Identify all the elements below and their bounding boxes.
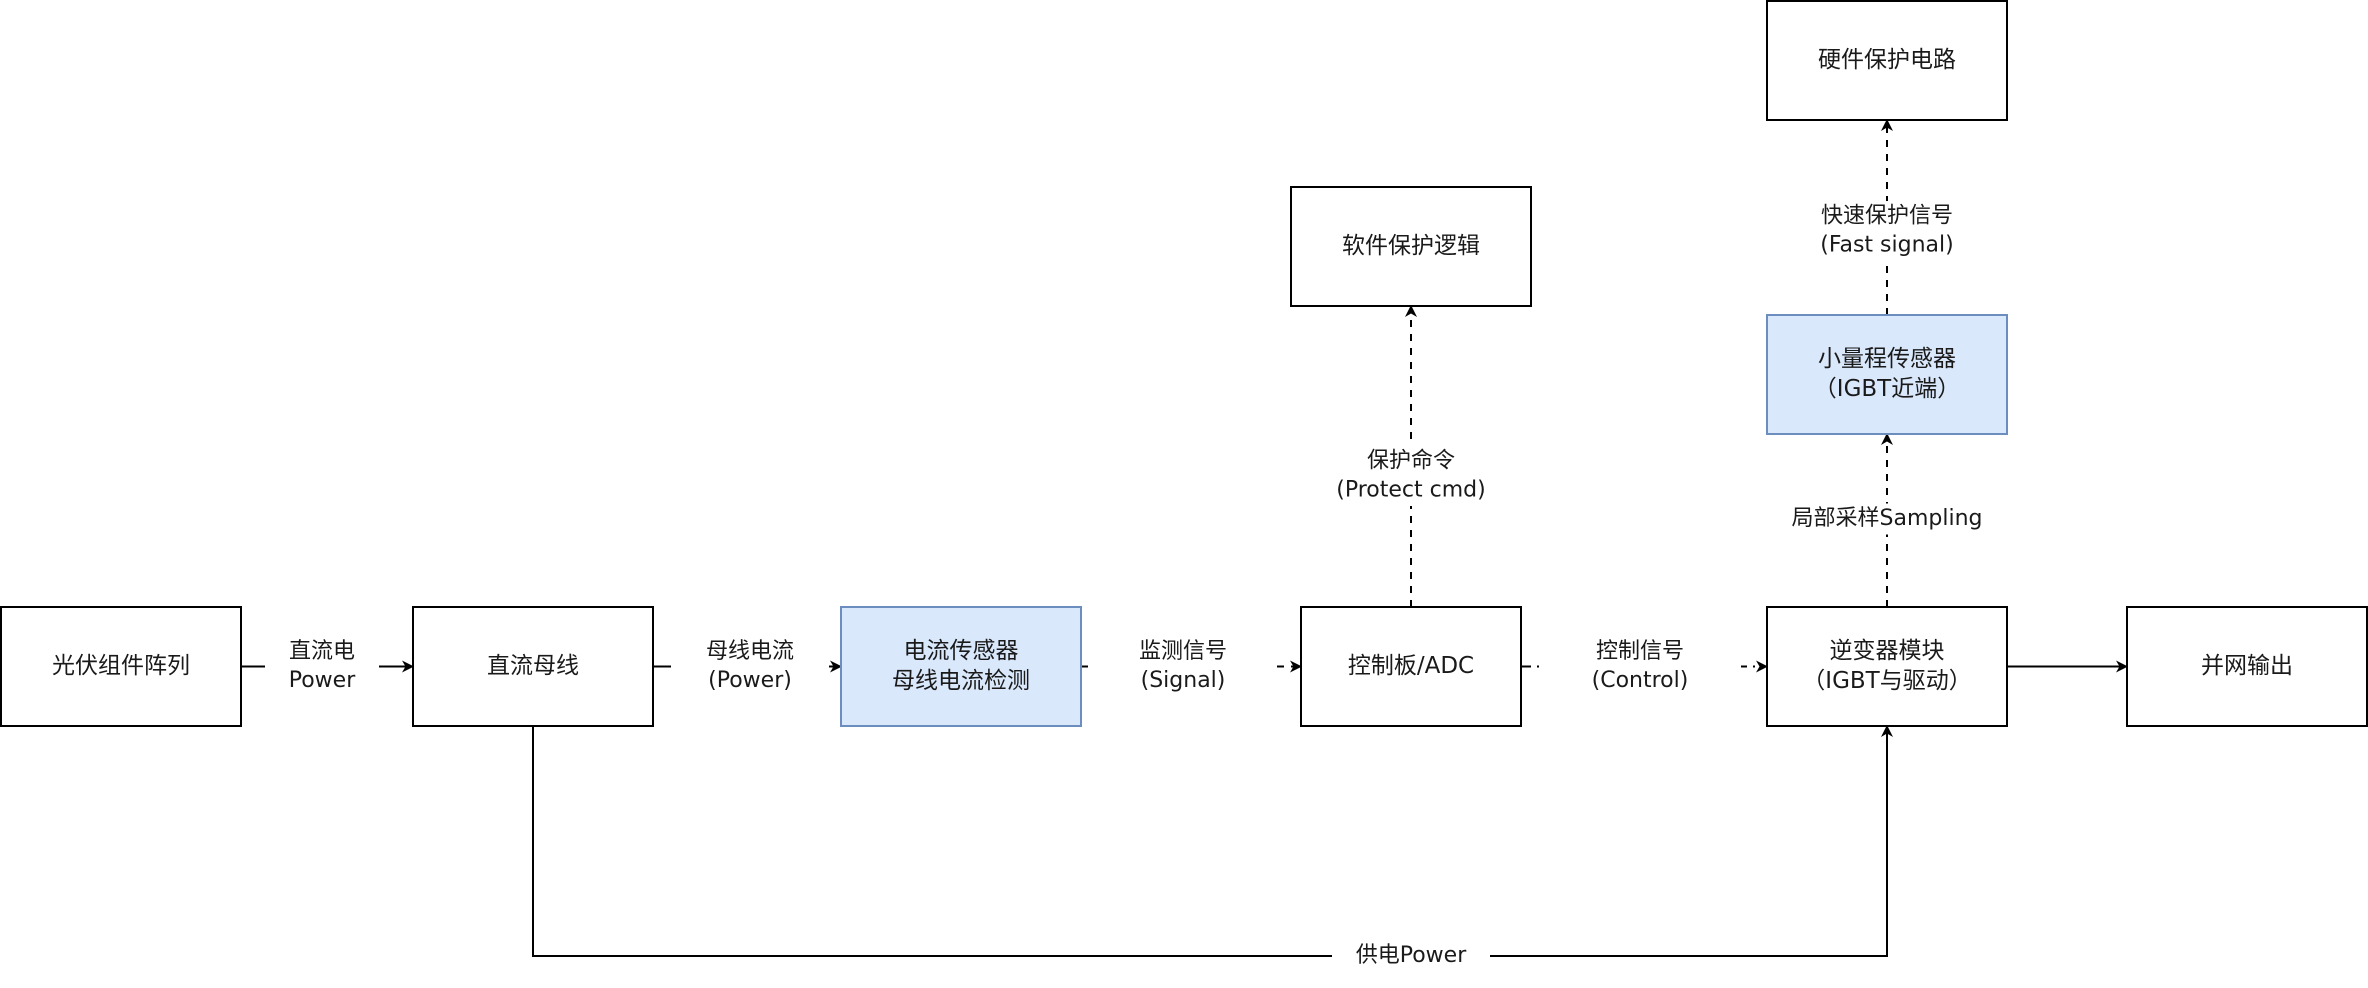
node-label-line: 硬件保护电路 xyxy=(1818,47,1956,73)
edge-label-control-to-software: 保护命令 (Protect cmd) xyxy=(1266,446,1556,506)
edge-label-line: 直流电 xyxy=(289,639,355,664)
edge-label-line: 供电Power xyxy=(1356,943,1467,968)
edge-label-background xyxy=(1539,636,1741,697)
edge-label-background xyxy=(1332,940,1490,972)
node-box xyxy=(1300,606,1522,727)
edge-label-background xyxy=(265,636,379,697)
node-box xyxy=(1766,606,2008,727)
node-hardware-protection: 硬件保护电路 xyxy=(1766,0,2008,121)
edge-label-background xyxy=(1093,636,1273,697)
node-box xyxy=(1766,0,2008,121)
node-label-line: 控制板/ADC xyxy=(1348,653,1474,679)
node-control-board: 控制板/ADC xyxy=(1300,606,1522,727)
edge-label-background xyxy=(1753,503,2021,535)
edge-label-line: 快速保护信号 xyxy=(1821,204,1953,229)
node-box xyxy=(1766,314,2008,435)
node-inverter: 逆变器模块 （IGBT与驱动） xyxy=(1766,606,2008,727)
edge-label-background xyxy=(1742,201,2032,261)
node-label-line: 并网输出 xyxy=(2201,653,2293,679)
node-box xyxy=(1290,186,1532,307)
edge-label-background xyxy=(671,636,829,697)
node-software-protection: 软件保护逻辑 xyxy=(1290,186,1532,307)
node-pv-array: 光伏组件阵列 xyxy=(0,606,242,727)
edge-label-line: 母线电流 xyxy=(706,639,794,664)
node-label-line: 软件保护逻辑 xyxy=(1342,233,1480,259)
edge-label-bus-to-inverter-supply: 供电Power xyxy=(1332,940,1490,972)
edge-label-control-to-inverter: 控制信号 (Control) xyxy=(1539,636,1741,697)
node-label-line: （IGBT与驱动） xyxy=(1802,668,1971,694)
edge-labels-layer: 直流电 Power 母线电流 (Power) 监测信号 (Signal) 控制信号 (Cont… xyxy=(265,201,2032,972)
node-box xyxy=(2126,606,2368,727)
node-label-line: （IGBT近端） xyxy=(1814,376,1960,402)
edge-label-small-sensor-to-hardware: 快速保护信号 (Fast signal) xyxy=(1742,201,2032,261)
edge-label-line: (Protect cmd) xyxy=(1336,478,1485,503)
edge-bus-to-inverter-supply xyxy=(532,725,1893,957)
node-label-line: 电流传感器 xyxy=(904,638,1019,664)
edge-label-line: 控制信号 xyxy=(1596,639,1684,664)
edge-label-pv-to-bus: 直流电 Power xyxy=(265,636,379,697)
edge-label-line: 监测信号 xyxy=(1139,639,1227,664)
edge-label-line: Power xyxy=(289,668,356,693)
node-label-line: 逆变器模块 xyxy=(1830,638,1945,664)
node-label-line: 小量程传感器 xyxy=(1818,346,1956,372)
edge-label-bus-to-sensor: 母线电流 (Power) xyxy=(671,636,829,697)
edge-label-line: (Control) xyxy=(1592,668,1689,693)
node-label-line: 光伏组件阵列 xyxy=(52,653,190,679)
node-box xyxy=(412,606,654,727)
node-grid-output: 并网输出 xyxy=(2126,606,2368,727)
edge-label-line: (Power) xyxy=(708,668,792,693)
node-label-line: 直流母线 xyxy=(487,653,579,679)
edge-label-line: (Fast signal) xyxy=(1820,233,1953,258)
node-small-range-sensor: 小量程传感器 （IGBT近端） xyxy=(1766,314,2008,435)
edge-label-line: 保护命令 xyxy=(1367,449,1455,474)
node-box xyxy=(840,606,1082,727)
edge-label-background xyxy=(1266,446,1556,506)
edge-label-inverter-to-small-sensor: 局部采样Sampling xyxy=(1753,503,2021,535)
node-box xyxy=(0,606,242,727)
node-label-line: 母线电流检测 xyxy=(892,668,1030,694)
node-dc-bus: 直流母线 xyxy=(412,606,654,727)
edge-label-sensor-to-control: 监测信号 (Signal) xyxy=(1093,636,1273,697)
edge-label-line: (Signal) xyxy=(1141,668,1226,693)
edge-label-line: 局部采样Sampling xyxy=(1792,506,1983,531)
